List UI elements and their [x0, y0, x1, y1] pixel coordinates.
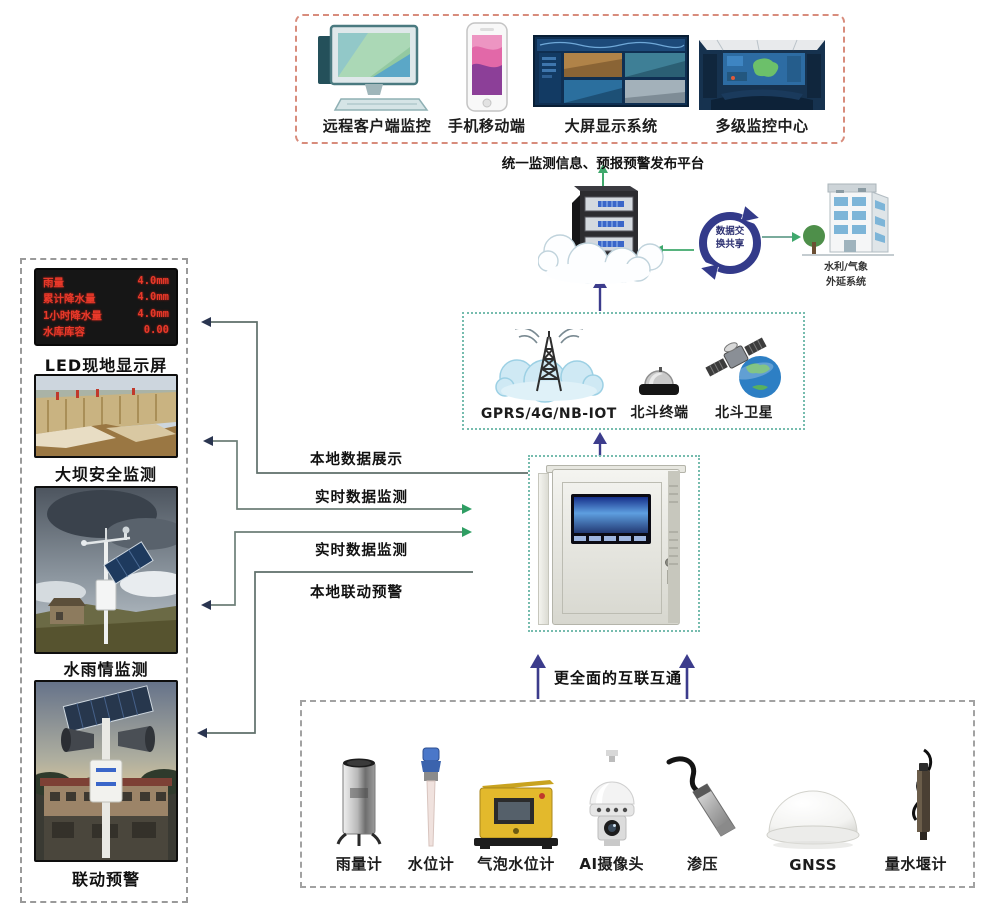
weir-gauge-item: 量水堰计 [885, 746, 947, 874]
gprs-label: GPRS/4G/NB-IOT [480, 406, 617, 422]
remote-client-label: 远程客户端监控 [322, 117, 432, 135]
remote-client-item: 远程客户端监控 [313, 24, 441, 136]
gnss-label: GNSS [789, 856, 838, 874]
dam-monitoring-label: 大坝安全监测 [54, 465, 157, 484]
rain-gauge-label: 雨量计 [335, 855, 383, 873]
gprs-cloud-tower-icon [495, 329, 604, 403]
telemetry-cabinet-box [528, 455, 700, 632]
beidou-satellite-icon [705, 337, 782, 398]
rtu-cabinet-icon [530, 457, 698, 630]
linkage-warning-label: 联动预警 [71, 870, 140, 889]
connector-label-realtime-2: 实时数据监测 [315, 543, 408, 559]
seepage-item: 渗压 [663, 754, 741, 874]
external-system-building-icon [802, 183, 894, 256]
mobile-item: 手机移动端 [448, 22, 526, 136]
connector-label-local-display: 本地数据展示 [310, 452, 403, 468]
bubble-level-item: 气泡水位计 [472, 776, 560, 874]
gprs-item: GPRS/4G/NB-IOT [481, 329, 617, 422]
ai-camera-item: AI摄像头 [578, 748, 646, 874]
water-level-gauge-icon [420, 747, 441, 847]
weir-gauge-icon [912, 748, 933, 840]
beidou-terminal-item: 北斗终端 [630, 353, 688, 422]
dam-monitoring-photo [34, 374, 178, 458]
rain-gauge-icon [336, 758, 382, 846]
beidou-terminal-icon [639, 367, 680, 395]
bubble-level-label: 气泡水位计 [477, 855, 555, 873]
linkage-warning-photo [34, 680, 178, 862]
data-exchange-icon: 数据交 换共享 [693, 206, 767, 280]
water-level-label: 水位计 [407, 855, 455, 873]
control-center-item: 多级监控中心 [697, 38, 827, 136]
data-exchange-text: 数据交 换共享 [715, 226, 745, 250]
water-level-item: 水位计 [408, 746, 455, 874]
mobile-phone-icon [465, 22, 508, 112]
ai-camera-icon [589, 750, 635, 846]
platform-title: 统一监测信息、预报预警发布平台 [501, 156, 705, 172]
control-center-icon [699, 39, 825, 110]
gnss-item: GNSS [759, 765, 867, 874]
rain-gauge-item: 雨量计 [328, 754, 390, 874]
big-screen-item: 大屏显示系统 [532, 34, 690, 136]
big-screen-icon [533, 35, 690, 107]
sensor-box: 雨量计 水位计 气泡水位计 [300, 700, 975, 888]
beidou-satellite-item: 北斗卫星 [702, 337, 786, 422]
bubble-level-gauge-icon [473, 780, 558, 849]
big-screen-label: 大屏显示系统 [564, 117, 658, 135]
communication-box: GPRS/4G/NB-IOT 北斗终端 [462, 312, 805, 430]
led-display-label: LED现地显示屏 [44, 356, 168, 375]
weir-gauge-label: 量水堰计 [884, 855, 947, 873]
gnss-dome-icon [766, 782, 860, 849]
desktop-client-icon [318, 24, 429, 111]
interconnect-headline: 更全面的互联互通 [553, 669, 683, 687]
ai-camera-label: AI摄像头 [579, 855, 645, 873]
rain-water-monitoring-photo [34, 486, 178, 654]
connector-label-local-warning: 本地联动预警 [310, 585, 403, 601]
beidou-terminal-label: 北斗终端 [630, 405, 689, 421]
presentation-layer-box: 远程客户端监控 手机移动端 [295, 14, 845, 144]
seepage-label: 渗压 [686, 855, 718, 873]
connector-label-realtime-1: 实时数据监测 [315, 490, 408, 506]
external-system-label: 水利/气象 外延系统 [824, 262, 868, 288]
cloud-server-icon [538, 186, 664, 284]
mobile-label: 手机移动端 [447, 117, 526, 135]
control-center-label: 多级监控中心 [715, 117, 809, 135]
seepage-sensor-icon [666, 756, 737, 837]
rain-water-monitoring-label: 水雨情监测 [63, 660, 149, 679]
beidou-satellite-label: 北斗卫星 [715, 405, 774, 421]
